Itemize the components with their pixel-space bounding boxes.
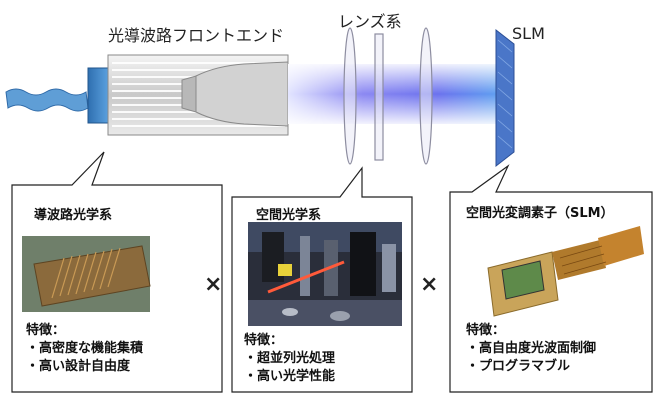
feature-item: ・高い光学性能 <box>244 369 336 384</box>
feature-item: ・プログラマブル <box>466 359 571 374</box>
feature-item: ・超並列光処理 <box>244 351 336 366</box>
waveguide-frontend-label: 光導波路フロントエンド <box>108 26 285 45</box>
slm-label: SLM <box>512 24 545 43</box>
lens-3 <box>419 27 433 165</box>
features-slm: 特徴： ・高自由度光波面制御 ・プログラマブル <box>466 322 596 376</box>
light-beam <box>288 64 502 124</box>
feature-item: ・高密度な機能集積 <box>26 341 144 356</box>
feature-item: ・高い設計自由度 <box>26 359 131 374</box>
slm-panel <box>495 28 515 168</box>
lens-system <box>343 27 433 165</box>
slm-device-photo <box>487 226 644 317</box>
box-title-spatial: 空間光学系 <box>256 208 322 223</box>
waveguide-chip-photo <box>22 236 151 312</box>
features-heading: 特徴： <box>26 323 66 338</box>
features-waveguide: 特徴： ・高密度な機能集積 ・高い設計自由度 <box>26 322 143 376</box>
features-heading: 特徴： <box>244 333 284 348</box>
spatial-optics-photo <box>248 222 402 326</box>
feature-item: ・高自由度光波面制御 <box>466 341 597 356</box>
waveguide-frontend-chip <box>107 54 289 136</box>
features-spatial: 特徴： ・超並列光処理 ・高い光学性能 <box>244 332 335 386</box>
lens-system-label: レンズ系 <box>338 12 402 31</box>
box-title-slm: 空間光変調素子（SLM） <box>466 206 614 221</box>
fiber-cable <box>5 67 109 124</box>
box-title-waveguide: 導波路光学系 <box>34 208 113 223</box>
lens-2 <box>374 33 384 161</box>
multiply-sign: × <box>420 272 439 297</box>
multiply-sign: × <box>204 272 223 297</box>
lens-1 <box>343 27 357 165</box>
features-heading: 特徴： <box>466 323 506 338</box>
